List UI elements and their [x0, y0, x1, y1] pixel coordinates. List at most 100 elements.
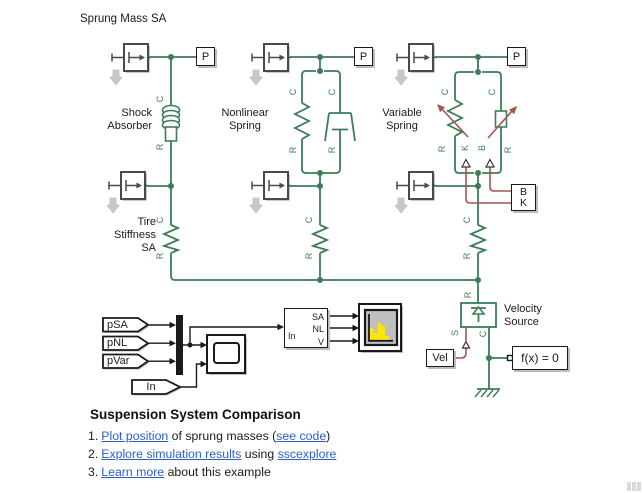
subsystem-out-nl-label: NL: [312, 324, 324, 334]
item-text: of sprung masses (: [168, 429, 277, 443]
port-label-c: C: [440, 88, 450, 96]
port-label-r: R: [327, 146, 337, 154]
axes-icon: [368, 314, 393, 342]
see-code-link[interactable]: see code: [276, 429, 327, 443]
goto-pnl-tag[interactable]: [102, 335, 150, 351]
p-label: P: [359, 50, 368, 63]
position-sensor-nl-block[interactable]: P: [354, 47, 373, 66]
scope-block[interactable]: [206, 334, 247, 375]
shock-absorber-symbol[interactable]: [161, 104, 181, 142]
tire-stiffness-nl-spring[interactable]: [312, 224, 328, 254]
sprung-mass-nl-block[interactable]: [249, 43, 292, 86]
goto-pnl-label: pNL: [107, 337, 128, 349]
histogram-bars-icon: [370, 323, 389, 341]
vel-label: Vel: [432, 352, 448, 364]
ps-port-triangles: [461, 158, 495, 349]
velocity-source-name: Velocity Source: [504, 303, 542, 328]
variable-damper-arrow-icon: [509, 106, 517, 115]
velocity-source-block[interactable]: [460, 302, 497, 328]
signal-arrowheads: [169, 312, 359, 368]
port-label-r: R: [503, 146, 513, 154]
item-number: 3.: [88, 465, 99, 479]
note-item-1: 1.Plot position of sprung masses (see co…: [88, 428, 336, 445]
port-label-b: B: [477, 145, 487, 152]
port-label-c: C: [487, 88, 497, 96]
b-label: B: [519, 185, 527, 198]
subsystem-out-sa-label: SA: [311, 312, 324, 322]
junction-dots: [168, 54, 492, 361]
bk-parameters-block[interactable]: B K: [511, 184, 536, 211]
port-label-c: C: [327, 88, 337, 96]
port-label-r: R: [304, 252, 314, 260]
subsystem-in-port-label: In: [288, 331, 296, 341]
nonlinear-spring-symbol[interactable]: [294, 102, 310, 140]
subsystem-block[interactable]: In SA NL V: [284, 308, 328, 348]
solver-label: f(x) = 0: [521, 351, 559, 365]
goto-pvar-tag[interactable]: [102, 353, 150, 369]
port-label-r: R: [288, 146, 298, 154]
unsprung-mass-var-block[interactable]: [394, 171, 437, 214]
tag-shapes: [102, 317, 183, 396]
nonlinear-spring-name: Nonlinear Spring: [221, 107, 269, 132]
port-label-r: R: [437, 145, 447, 153]
port-label-c: C: [288, 88, 298, 96]
position-sensor-var-block[interactable]: P: [507, 47, 526, 66]
p-label: P: [512, 50, 521, 63]
corner-grip-icon: [627, 482, 641, 491]
variable-spring-name: Variable Spring: [382, 107, 422, 132]
goto-pvar-label: pVar: [107, 355, 130, 367]
unsprung-mass-sa-block[interactable]: [106, 171, 149, 214]
note-item-3: 3.Learn more about this example: [88, 464, 336, 481]
port-label-r: R: [155, 143, 165, 151]
scope-screen-icon: [213, 342, 240, 364]
port-label-c: C: [478, 330, 488, 338]
plot-position-link[interactable]: Plot position: [101, 429, 169, 443]
port-label-k: K: [460, 145, 470, 152]
k-label: K: [519, 196, 527, 209]
ground-icon: [474, 389, 500, 398]
port-label-c: C: [304, 216, 314, 224]
tire-stiffness-var-spring[interactable]: [470, 224, 486, 254]
unsprung-mass-nl-block[interactable]: [249, 171, 292, 214]
learn-more-link[interactable]: Learn more: [101, 465, 165, 479]
annotation-notes: Suspension System Comparison 1.Plot posi…: [88, 406, 336, 482]
mux-block[interactable]: [176, 315, 183, 375]
tire-stiffness-name: Tire Stiffness SA: [114, 216, 156, 254]
note-item-2: 2.Explore simulation results using sscex…: [88, 446, 336, 463]
port-label-r: R: [462, 252, 472, 260]
port-label-c: C: [155, 216, 165, 224]
sscexplore-link[interactable]: sscexplore: [277, 447, 337, 461]
sprung-mass-sa-block[interactable]: [109, 43, 152, 86]
goto-psa-label: pSA: [107, 318, 128, 331]
inport-label: In: [146, 380, 156, 393]
port-label-r: R: [155, 252, 165, 260]
physical-wires: [145, 56, 508, 398]
position-sensor-sa-block[interactable]: P: [196, 47, 215, 66]
item-text: ): [326, 429, 331, 443]
port-label-c: C: [462, 216, 472, 224]
tire-stiffness-sa-spring[interactable]: [163, 224, 179, 254]
p-label: P: [201, 50, 210, 63]
port-label-s: S: [450, 330, 460, 337]
item-number: 2.: [88, 447, 99, 461]
goto-psa-tag[interactable]: [102, 317, 150, 333]
subsystem-out-v-label: V: [317, 337, 324, 347]
results-scope-block[interactable]: [358, 303, 403, 353]
ps-signal-wires: [440, 107, 513, 359]
up-arrow-icon: [471, 305, 486, 315]
shock-absorber-name: Shock Absorber: [107, 107, 152, 132]
solver-configuration-block[interactable]: f(x) = 0: [512, 346, 568, 370]
inport-tag[interactable]: [131, 379, 183, 395]
item-text: about this example: [164, 465, 271, 479]
explore-results-link[interactable]: Explore simulation results: [101, 447, 242, 461]
vel-from-block[interactable]: Vel: [426, 349, 454, 367]
variable-spring-arrow-icon: [437, 104, 445, 113]
sprung-mass-var-block[interactable]: [394, 43, 437, 86]
port-label-c: C: [155, 95, 165, 103]
variable-damper-symbol[interactable]: [494, 110, 508, 128]
item-text: using: [241, 447, 278, 461]
port-label-r: R: [463, 291, 473, 299]
item-number: 1.: [88, 429, 99, 443]
